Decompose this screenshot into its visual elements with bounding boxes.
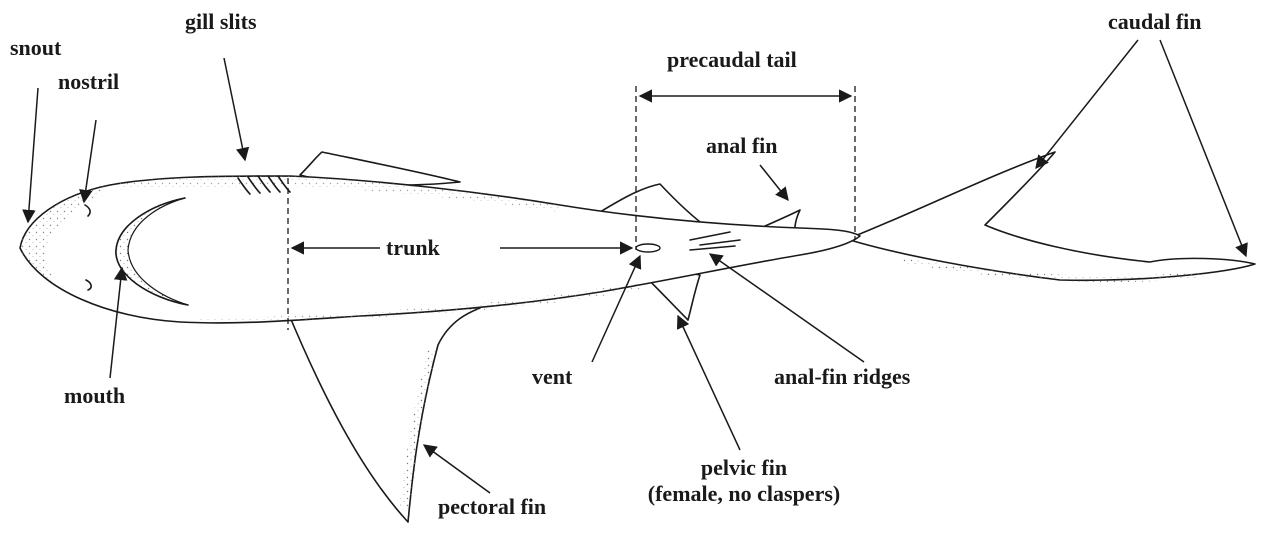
pectoral-fin-shape [285, 305, 480, 522]
pelvic-fin-leader [678, 316, 740, 450]
precaudal-tail-label: precaudal tail [667, 48, 797, 72]
pelvic-fin-note: (female, no claspers) [648, 482, 840, 506]
trunk-label: trunk [386, 236, 440, 260]
anal-fin-ridges-leader [710, 254, 864, 362]
pelvic-fin-label: pelvic fin [701, 456, 787, 480]
gill-slits-leader [224, 58, 245, 160]
snout-label: snout [10, 36, 61, 60]
gill-slits-label: gill slits [185, 10, 257, 34]
pectoral-fin-leader [424, 445, 490, 493]
caudal-fin-label: caudal fin [1108, 10, 1202, 34]
anal-fin-ridges-label: anal-fin ridges [774, 365, 910, 389]
vent-label: vent [532, 365, 572, 389]
shark-body [20, 176, 860, 323]
caudal-fin-leader-left [1036, 40, 1138, 168]
caudal-fin-leader-right [1160, 40, 1246, 256]
nostril-label: nostril [58, 70, 119, 94]
pectoral-fin-label: pectoral fin [438, 495, 546, 519]
vent-shape [636, 244, 660, 252]
mouth-label: mouth [64, 384, 125, 408]
anal-fin-label: anal fin [706, 134, 778, 158]
anal-fin-leader [760, 165, 788, 200]
snout-leader [28, 88, 38, 222]
